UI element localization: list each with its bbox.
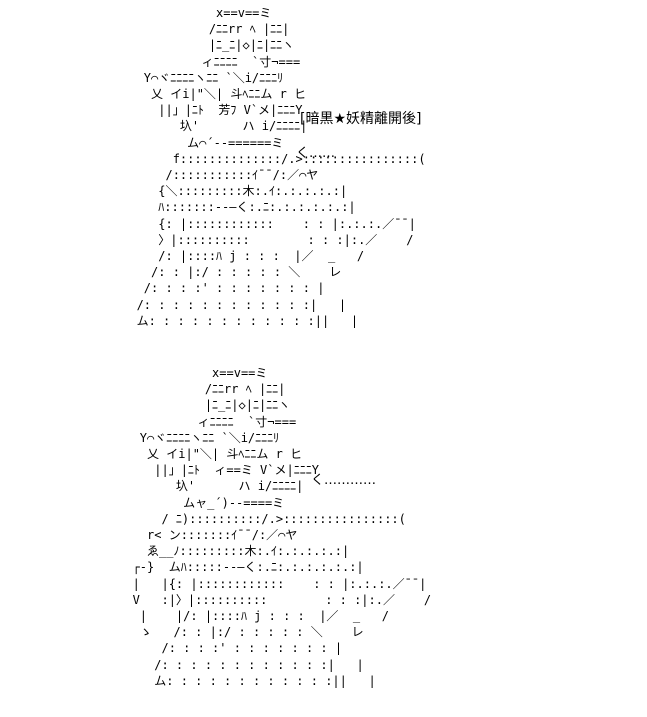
ascii-art-bottom-line: ||」|ﾆﾄ ィ==ミ V`メ|ﾆﾆﾆY <box>82 463 319 478</box>
ascii-art-top-line: f::::::::::::::/.>::::::::::::::::( <box>86 151 426 166</box>
ascii-art-bottom-line: | |{: |:::::::::::: : : |:.:.:.／¯¯| <box>82 576 427 591</box>
ascii-art-bottom-line: r< ン:::::::ｲ¯¯/:／⌒ヤ <box>82 528 298 543</box>
ascii-art-top-line: /: : |:/ : : : : : ＼ レ <box>86 265 342 280</box>
ascii-art-character-bottom: x==v==ミ /ﾆﾆrr ﾍ |ﾆﾆ| |ﾆ_ﾆ|◇|ﾆ|ﾆﾆヽ ィﾆﾆﾆﾆ … <box>82 365 432 689</box>
ascii-art-top-line: {: |:::::::::::: : : |:.:.:.／¯¯| <box>86 216 416 231</box>
ascii-art-bottom-line: /: : : : : : : : : : : :| | <box>82 657 364 672</box>
ascii-art-top-line: 〉|:::::::::: : : :|:.／ / <box>86 232 414 247</box>
ascii-art-bottom-line: 乂 イi|"＼| 斗ﾍﾆﾆム r ヒ <box>82 447 303 462</box>
ascii-art-bottom-line: /: : : :' : : : : : : : | <box>82 641 343 656</box>
ascii-art-bottom-line: | |/: |::::ﾊ j : : : |／ _ / <box>82 609 389 624</box>
ascii-art-top-line: /: |::::ﾊ j : : : |／ _ / <box>86 249 365 264</box>
ascii-art-bottom-line: |ﾆ_ﾆ|◇|ﾆ|ﾆﾆヽ <box>82 398 291 413</box>
ascii-art-bottom-line: ゑ__ﾉ:::::::::木:.ｲ:.:.:.:.:| <box>82 544 350 559</box>
caption-title: [暗黒★妖精離開後] <box>300 111 422 127</box>
ascii-art-bottom-line: / ﾆ)::::::::::/.>::::::::::::::::( <box>82 511 406 526</box>
ascii-art-top-line: /ﾆﾆrr ﾍ |ﾆﾆ| <box>86 22 290 37</box>
ascii-art-character-top: x==v==ミ /ﾆﾆrr ﾍ |ﾆﾆ| |ﾆ_ﾆ|◇|ﾆ|ﾆﾆヽ ィﾆﾆﾆﾆ … <box>86 5 426 329</box>
ascii-art-top-line: /: : : : : : : : : : : :| | <box>86 297 347 312</box>
ascii-art-top-line: |ﾆ_ﾆ|◇|ﾆ|ﾆﾆヽ <box>86 38 295 53</box>
ascii-art-bottom-line: ゝ /: : |:/ : : : : : ＼ レ <box>82 625 364 640</box>
ascii-art-top-line: ﾊ:::::::--―く:.ﾆ:.:.:.:.:.:| <box>86 200 356 215</box>
caption-ellipsis-bottom: く………… <box>311 473 377 488</box>
ascii-art-bottom-line: V :|〉|:::::::::: : : :|:.／ / <box>82 592 432 607</box>
ascii-art-bottom-line: /ﾆﾆrr ﾍ |ﾆﾆ| <box>82 382 286 397</box>
ascii-art-bottom-line: x==v==ミ <box>82 366 268 380</box>
ascii-art-bottom-line: Y⌒ヾﾆﾆﾆﾆヽﾆﾆ `＼i/ﾆﾆﾆﾘ <box>82 430 280 445</box>
ascii-art-top-line: /: : : :' : : : : : : : | <box>86 281 325 296</box>
ascii-art-top-line: Y⌒ヾﾆﾆﾆﾆヽﾆﾆ `＼i/ﾆﾆﾆﾘ <box>86 70 284 85</box>
ascii-art-top-line: 乂 イi|"＼| 斗ﾍﾆﾆム r ヒ <box>86 87 307 102</box>
caption-ellipsis-top: く…… <box>296 146 336 161</box>
ascii-art-top-line: ム⌒´--======ミ <box>86 135 284 150</box>
ascii-art-bottom-line: 圦' ハ i/ﾆﾆﾆﾆ| <box>82 479 304 494</box>
ascii-art-top-line: ィﾆﾆﾆﾆ `寸¬=== <box>86 54 301 69</box>
ascii-art-top-line: {＼:::::::::木:.ｲ:.:.:.:.:| <box>86 184 348 199</box>
ascii-art-top-line: x==v==ミ <box>86 6 272 20</box>
ascii-art-bottom-line: ム: : : : : : : : : : : :|| | <box>82 673 376 688</box>
ascii-art-top-line: /:::::::::::ｲ¯¯/:／⌒ヤ <box>86 168 319 183</box>
ascii-art-bottom-line: ィﾆﾆﾆﾆ `寸¬=== <box>82 414 297 429</box>
ascii-art-top-line: 圦' ハ i/ﾆﾆﾆﾆ| <box>86 119 308 134</box>
ascii-art-top-line: ||」|ﾆﾄ 芳ﾌ V`メ|ﾆﾆﾆY <box>86 103 303 118</box>
ascii-art-top-line: ム: : : : : : : : : : : :|| | <box>86 313 359 328</box>
ascii-art-bottom-line: ┌-} ムﾊ:::::--―く:.ﾆ:.:.:.:.:.:| <box>82 560 364 575</box>
ascii-art-bottom-line: ムャ_´)--====ミ <box>82 495 285 510</box>
